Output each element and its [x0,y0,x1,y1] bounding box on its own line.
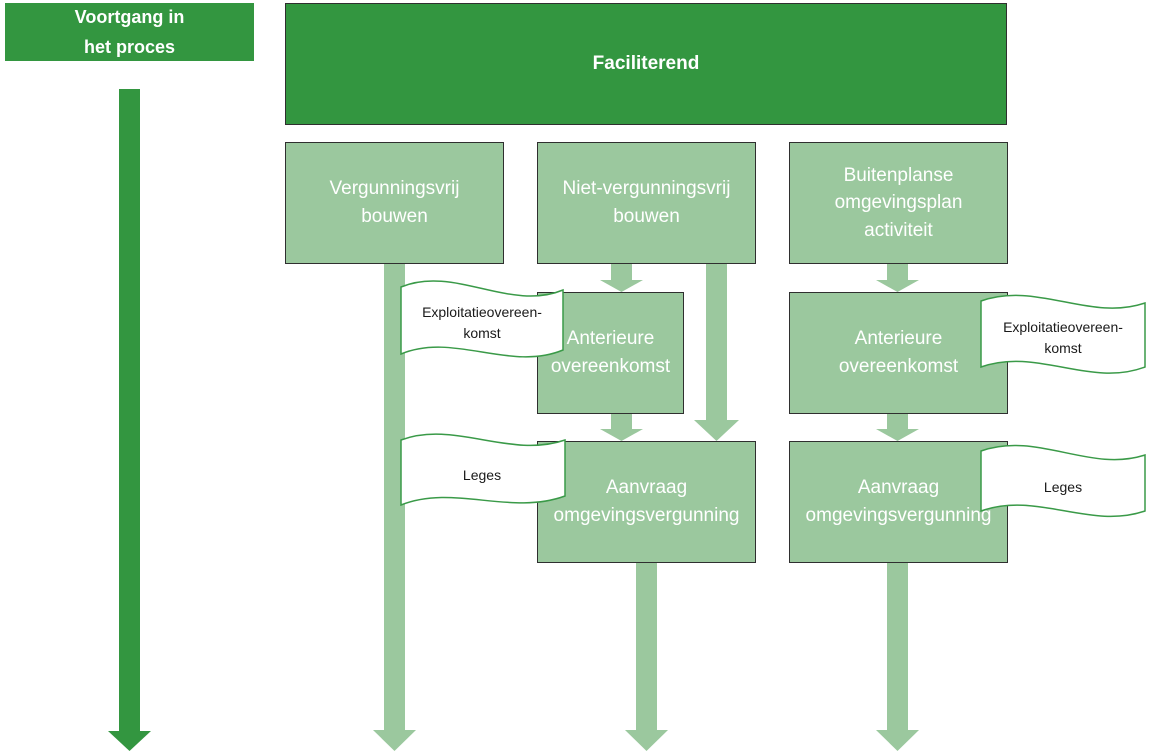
anterieure-overeenkomst-label-2: Anterieure overeenkomst [838,328,959,377]
flag-leges-label-1: Leges [462,466,502,483]
aanvraag-omgevingsvergunning-box-1: Aanvraag omgevingsvergunning [537,441,756,563]
faciliterend-label: Faciliterend [592,53,700,75]
arrow-aanvraag-2-down [876,563,919,751]
flag-leges-label-2: Leges [1043,478,1083,495]
arrow-aanvraag-1-down [625,563,668,751]
arrow-anterieure-to-aanvraag-1 [600,414,643,441]
flag-exploitatie-label-1: Exploitatieovereen- komst [422,304,542,341]
arrow-anterieure-to-aanvraag-2 [876,414,919,441]
column-niet-vergunningsvrij-label: Niet-vergunningsvrij bouwen [562,178,731,227]
progress-label-text: Voortgang in het proces [74,7,185,57]
arrow-niet-to-aanvraag-direct [694,264,739,441]
column-niet-vergunningsvrij: Niet-vergunningsvrij bouwen [537,142,756,264]
flag-exploitatie-shape-2 [980,294,1146,374]
arrow-buitenplanse-to-anterieure [876,264,919,292]
progress-arrow [108,89,151,751]
flag-leges-shape-1 [400,433,566,507]
aanvraag-omgevingsvergunning-box-2: Aanvraag omgevingsvergunning [789,441,1008,563]
progress-label: Voortgang in het proces [5,3,254,61]
column-vergunningsvrij-label: Vergunningsvrij bouwen [329,178,460,227]
flag-exploitatie-label-2: Exploitatieovereen- komst [1003,319,1123,356]
aanvraag-omgevingsvergunning-label-1: Aanvraag omgevingsvergunning [553,477,740,526]
flag-exploitatie-shape-1 [400,280,564,358]
arrow-niet-to-anterieure [600,264,643,292]
column-vergunningsvrij: Vergunningsvrij bouwen [285,142,504,264]
anterieure-overeenkomst-box-2: Anterieure overeenkomst [789,292,1008,414]
anterieure-overeenkomst-label-1: Anterieure overeenkomst [550,328,671,377]
column-buitenplanse-label: Buitenplanse omgevingsplan activiteit [834,164,963,241]
arrow-vergunningsvrij-down [373,263,416,751]
aanvraag-omgevingsvergunning-label-2: Aanvraag omgevingsvergunning [805,477,992,526]
faciliterend-box: Faciliterend [285,3,1007,125]
flag-leges-shape-2 [980,444,1146,518]
column-buitenplanse: Buitenplanse omgevingsplan activiteit [789,142,1008,264]
